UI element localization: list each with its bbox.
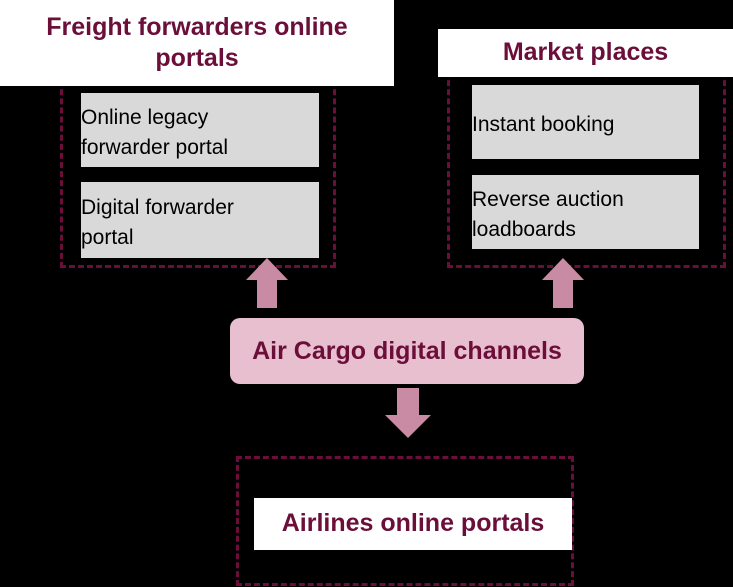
item-label-line1: Instant booking — [472, 112, 615, 136]
airlines-title-text: Airlines online portals — [281, 509, 545, 538]
item-label-line2: portal — [81, 226, 134, 249]
reverse-auction-loadboards-box: Reverse auction loadboards — [472, 175, 699, 249]
center-label: Air Cargo digital channels — [252, 336, 562, 365]
digital-forwarder-portal-box: Digital forwarder portal — [81, 182, 319, 258]
air-cargo-digital-channels-box: Air Cargo digital channels — [230, 318, 584, 384]
item-label-line2: loadboards — [472, 218, 576, 241]
instant-booking-box: Instant booking — [472, 85, 699, 159]
market-places-title-text: Market places — [502, 38, 669, 67]
arrow-down-icon — [385, 388, 431, 438]
freight-forwarders-title-line1: Freight forwarders online — [46, 12, 348, 41]
airlines-group — [236, 456, 574, 586]
arrow-up-right-icon — [542, 258, 584, 308]
item-label-line1: Digital forwarder — [81, 195, 234, 219]
item-label-line1: Online legacy — [81, 105, 209, 129]
airlines-online-portals-title: Airlines online portals — [254, 498, 572, 550]
online-legacy-forwarder-portal-box: Online legacy forwarder portal — [81, 93, 319, 167]
freight-forwarders-title: Freight forwarders online portals — [0, 0, 394, 86]
item-label-line1: Reverse auction — [472, 187, 624, 211]
freight-forwarders-title-line2: portals — [155, 44, 239, 72]
item-label-line2: forwarder portal — [81, 136, 229, 159]
market-places-title: Market places — [438, 29, 733, 77]
arrow-up-left-icon — [246, 258, 288, 308]
